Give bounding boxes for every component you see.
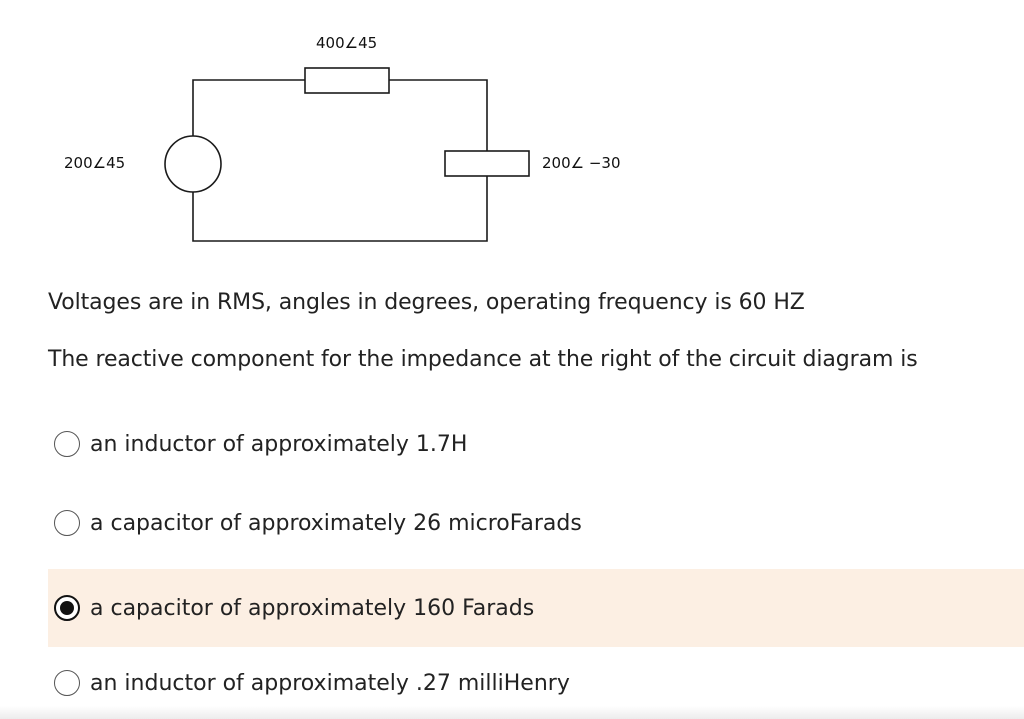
source-label: 200∠45 [64,154,125,172]
circuit-diagram: 400∠45 200∠45 200∠ −30 [64,34,621,242]
top-wire [192,79,488,151]
radio-button[interactable] [54,670,80,696]
radio-dot-icon [60,601,74,615]
bottom-wire [192,176,488,242]
question-context: Voltages are in RMS, angles in degrees, … [48,290,805,315]
radio-button[interactable] [54,510,80,536]
option-inductor-27mh[interactable]: an inductor of approximately .27 milliHe… [48,644,1024,719]
option-label: an inductor of approximately .27 milliHe… [90,670,570,696]
option-label: a capacitor of approximately 160 Farads [90,595,535,621]
option-capacitor-160f[interactable]: a capacitor of approximately 160 Farads [48,569,1024,647]
voltage-source [164,135,222,193]
radio-button[interactable] [54,431,80,457]
option-capacitor-26uf[interactable]: a capacitor of approximately 26 microFar… [48,484,1024,562]
question-text: The reactive component for the impedance… [48,347,918,372]
top-impedance-label: 400∠45 [316,34,377,52]
radio-button-checked[interactable] [54,595,80,621]
option-label: an inductor of approximately 1.7H [90,431,468,457]
bottom-shadow [0,706,1024,719]
top-impedance [304,67,390,94]
option-label: a capacitor of approximately 26 microFar… [90,510,582,536]
right-impedance-label: 200∠ −30 [542,154,621,172]
option-inductor-1-7h[interactable]: an inductor of approximately 1.7H [48,405,1024,483]
right-impedance [444,150,530,177]
